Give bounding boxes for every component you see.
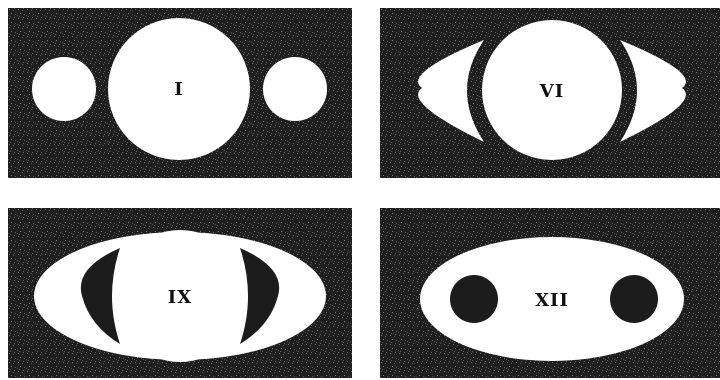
figure-panel-i: I [8, 8, 352, 178]
figure-panel-xii: XII [380, 208, 720, 378]
figure-xii-diagram: XII [380, 208, 720, 378]
left-hole [450, 275, 498, 323]
right-hole [610, 275, 658, 323]
figure-ix-diagram: IX [8, 208, 352, 378]
figure-label: I [174, 79, 183, 100]
figure-label: VI [539, 81, 564, 102]
figure-panel-ix: IX [8, 208, 352, 378]
right-disc [263, 57, 327, 121]
figure-vi-diagram: VI [380, 8, 720, 178]
figure-label: IX [168, 287, 192, 308]
figure-i-diagram: I [8, 8, 352, 178]
figure-label: XII [535, 290, 569, 311]
left-disc [32, 57, 96, 121]
figure-panel-vi: VI [380, 8, 720, 178]
